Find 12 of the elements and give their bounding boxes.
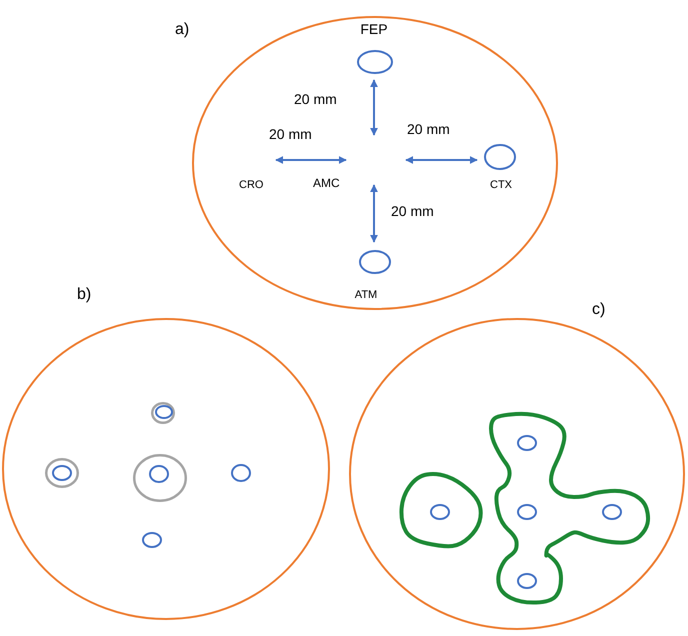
disk-label: CRO [239,180,264,191]
disk-label: ATM [354,290,378,301]
panel-label: b) [77,287,92,303]
panel-label: a) [175,22,190,38]
panel-label: c) [592,302,606,318]
disk-label: FEP [360,22,388,36]
dimension-label: 20 mm [391,204,434,218]
dimension-label: 20 mm [269,127,312,141]
disk-label: AMC [313,177,340,189]
dimension-label: 20 mm [294,92,337,106]
disk-label: CTX [490,180,512,191]
dimension-label: 20 mm [407,122,450,136]
